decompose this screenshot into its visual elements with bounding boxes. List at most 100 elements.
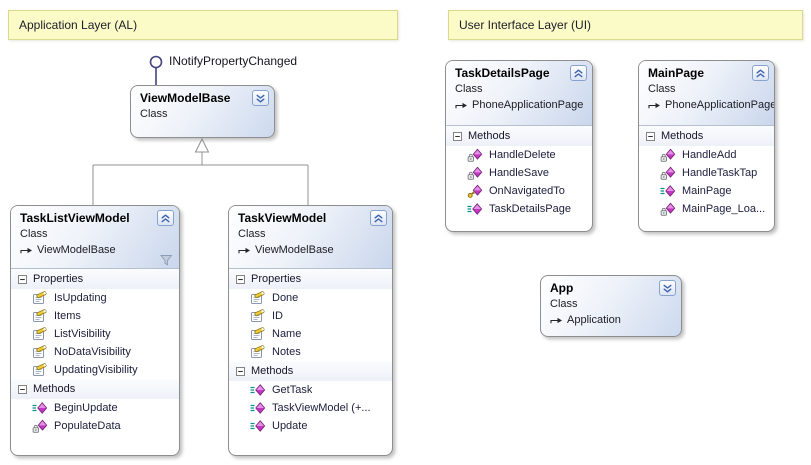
section-methods[interactable]: Methods bbox=[639, 126, 774, 146]
class-title: TaskDetailsPage bbox=[455, 66, 550, 80]
class-stereotype: Class bbox=[455, 83, 483, 95]
member-label: HandleTaskTap bbox=[682, 167, 758, 179]
collapse-section-icon[interactable] bbox=[646, 131, 655, 141]
section-label: Methods bbox=[33, 383, 76, 395]
member-taskviewmodel-ctor[interactable]: TaskViewModel (+... bbox=[229, 399, 392, 417]
inheritance-lines bbox=[92, 152, 309, 205]
section-properties[interactable]: Properties bbox=[229, 269, 392, 289]
base-type-row: PhoneApplicationPage bbox=[648, 98, 774, 112]
section-methods[interactable]: Methods bbox=[446, 126, 592, 146]
member-notes[interactable]: Notes bbox=[229, 343, 392, 361]
class-taskviewmodel[interactable]: TaskViewModel Class ViewModelBase Proper… bbox=[228, 205, 393, 456]
chevron-down-icon bbox=[256, 94, 265, 103]
section-label: Methods bbox=[251, 365, 294, 377]
member-name[interactable]: Name bbox=[229, 325, 392, 343]
property-icon bbox=[250, 326, 266, 342]
property-icon bbox=[32, 308, 48, 324]
method-private-icon bbox=[467, 165, 483, 181]
comment-label: Application Layer (AL) bbox=[19, 18, 138, 32]
class-taskdetailspage[interactable]: TaskDetailsPage Class PhoneApplicationPa… bbox=[445, 60, 593, 232]
member-handledelete[interactable]: HandleDelete bbox=[446, 146, 592, 164]
member-label: Update bbox=[272, 420, 308, 432]
method-public-icon bbox=[250, 382, 266, 398]
chevron-up-icon bbox=[374, 214, 383, 223]
member-label: Items bbox=[54, 310, 81, 322]
member-updatingvisibility[interactable]: UpdatingVisibility bbox=[11, 361, 179, 379]
collapse-section-icon[interactable] bbox=[236, 274, 245, 284]
property-icon bbox=[32, 362, 48, 378]
collapse-section-icon[interactable] bbox=[236, 366, 245, 376]
class-stereotype: Class bbox=[550, 298, 578, 310]
class-title: ViewModelBase bbox=[140, 91, 231, 105]
member-label: PopulateData bbox=[54, 420, 121, 432]
base-type-label: Application bbox=[567, 314, 621, 326]
member-handlesave[interactable]: HandleSave bbox=[446, 164, 592, 182]
member-onnavigatedto[interactable]: OnNavigatedTo bbox=[446, 182, 592, 200]
base-type-label: PhoneApplicationPage bbox=[472, 99, 584, 111]
collapse-button[interactable] bbox=[370, 210, 387, 226]
comment-application-layer[interactable]: Application Layer (AL) bbox=[8, 10, 398, 40]
member-label: ID bbox=[272, 310, 283, 322]
class-header: ViewModelBase Class bbox=[131, 86, 274, 121]
expand-button[interactable] bbox=[659, 280, 676, 296]
collapse-button[interactable] bbox=[752, 65, 769, 81]
base-type-label: PhoneApplicationPage bbox=[665, 99, 775, 111]
member-isupdating[interactable]: IsUpdating bbox=[11, 289, 179, 307]
member-label: BeginUpdate bbox=[54, 402, 118, 414]
member-update[interactable]: Update bbox=[229, 417, 392, 435]
member-label: Name bbox=[272, 328, 302, 340]
section-properties[interactable]: Properties bbox=[11, 269, 179, 289]
member-handletasktap[interactable]: HandleTaskTap bbox=[639, 164, 774, 182]
member-gettask[interactable]: GetTask bbox=[229, 381, 392, 399]
member-label: ListVisibility bbox=[54, 328, 111, 340]
comment-ui-layer[interactable]: User Interface Layer (UI) bbox=[448, 10, 803, 40]
method-public-icon bbox=[660, 183, 676, 199]
chevron-up-icon bbox=[574, 69, 583, 78]
member-id[interactable]: ID bbox=[229, 307, 392, 325]
member-listvisibility[interactable]: ListVisibility bbox=[11, 325, 179, 343]
member-label: MainPage_Loa... bbox=[682, 203, 766, 215]
member-label: Done bbox=[272, 292, 299, 304]
member-items[interactable]: Items bbox=[11, 307, 179, 325]
method-protected-icon bbox=[467, 183, 483, 199]
member-mainpage-ctor[interactable]: MainPage bbox=[639, 182, 774, 200]
member-label: OnNavigatedTo bbox=[489, 185, 565, 197]
member-handleadd[interactable]: HandleAdd bbox=[639, 146, 774, 164]
base-type-row: ViewModelBase bbox=[20, 243, 171, 257]
section-label: Methods bbox=[468, 130, 511, 142]
collapse-section-icon[interactable] bbox=[453, 131, 462, 141]
method-public-icon bbox=[467, 201, 483, 217]
base-type-label: ViewModelBase bbox=[255, 244, 334, 256]
method-private-icon bbox=[660, 165, 676, 181]
chevron-up-icon bbox=[756, 69, 765, 78]
member-label: NoDataVisibility bbox=[54, 346, 131, 358]
section-label: Properties bbox=[33, 273, 84, 285]
member-mainpage-loaded[interactable]: MainPage_Loa... bbox=[639, 200, 774, 218]
class-mainpage[interactable]: MainPage Class PhoneApplicationPage Meth… bbox=[638, 60, 775, 232]
class-header: TaskViewModel Class ViewModelBase bbox=[229, 206, 392, 269]
class-title: TaskViewModel bbox=[238, 211, 327, 225]
member-nodatavisibility[interactable]: NoDataVisibility bbox=[11, 343, 179, 361]
member-label: IsUpdating bbox=[54, 292, 107, 304]
property-icon bbox=[250, 308, 266, 324]
member-populatedata[interactable]: PopulateData bbox=[11, 417, 179, 435]
member-beginupdate[interactable]: BeginUpdate bbox=[11, 399, 179, 417]
collapse-section-icon[interactable] bbox=[18, 274, 27, 284]
collapse-section-icon[interactable] bbox=[18, 384, 27, 394]
collapse-button[interactable] bbox=[570, 65, 587, 81]
collapse-button[interactable] bbox=[157, 210, 174, 226]
inherits-arrow-icon bbox=[20, 246, 33, 255]
section-methods[interactable]: Methods bbox=[229, 361, 392, 381]
member-taskdetailspage-ctor[interactable]: TaskDetailsPage bbox=[446, 200, 592, 218]
class-app[interactable]: App Class Application bbox=[540, 275, 682, 337]
property-icon bbox=[250, 290, 266, 306]
class-viewmodelbase[interactable]: ViewModelBase Class bbox=[130, 85, 275, 138]
member-done[interactable]: Done bbox=[229, 289, 392, 307]
filter-funnel-icon[interactable] bbox=[160, 254, 173, 267]
expand-button[interactable] bbox=[252, 90, 269, 106]
class-tasklistviewmodel[interactable]: TaskListViewModel Class ViewModelBase Pr… bbox=[10, 205, 180, 456]
class-stereotype: Class bbox=[238, 228, 266, 240]
section-methods[interactable]: Methods bbox=[11, 379, 179, 399]
